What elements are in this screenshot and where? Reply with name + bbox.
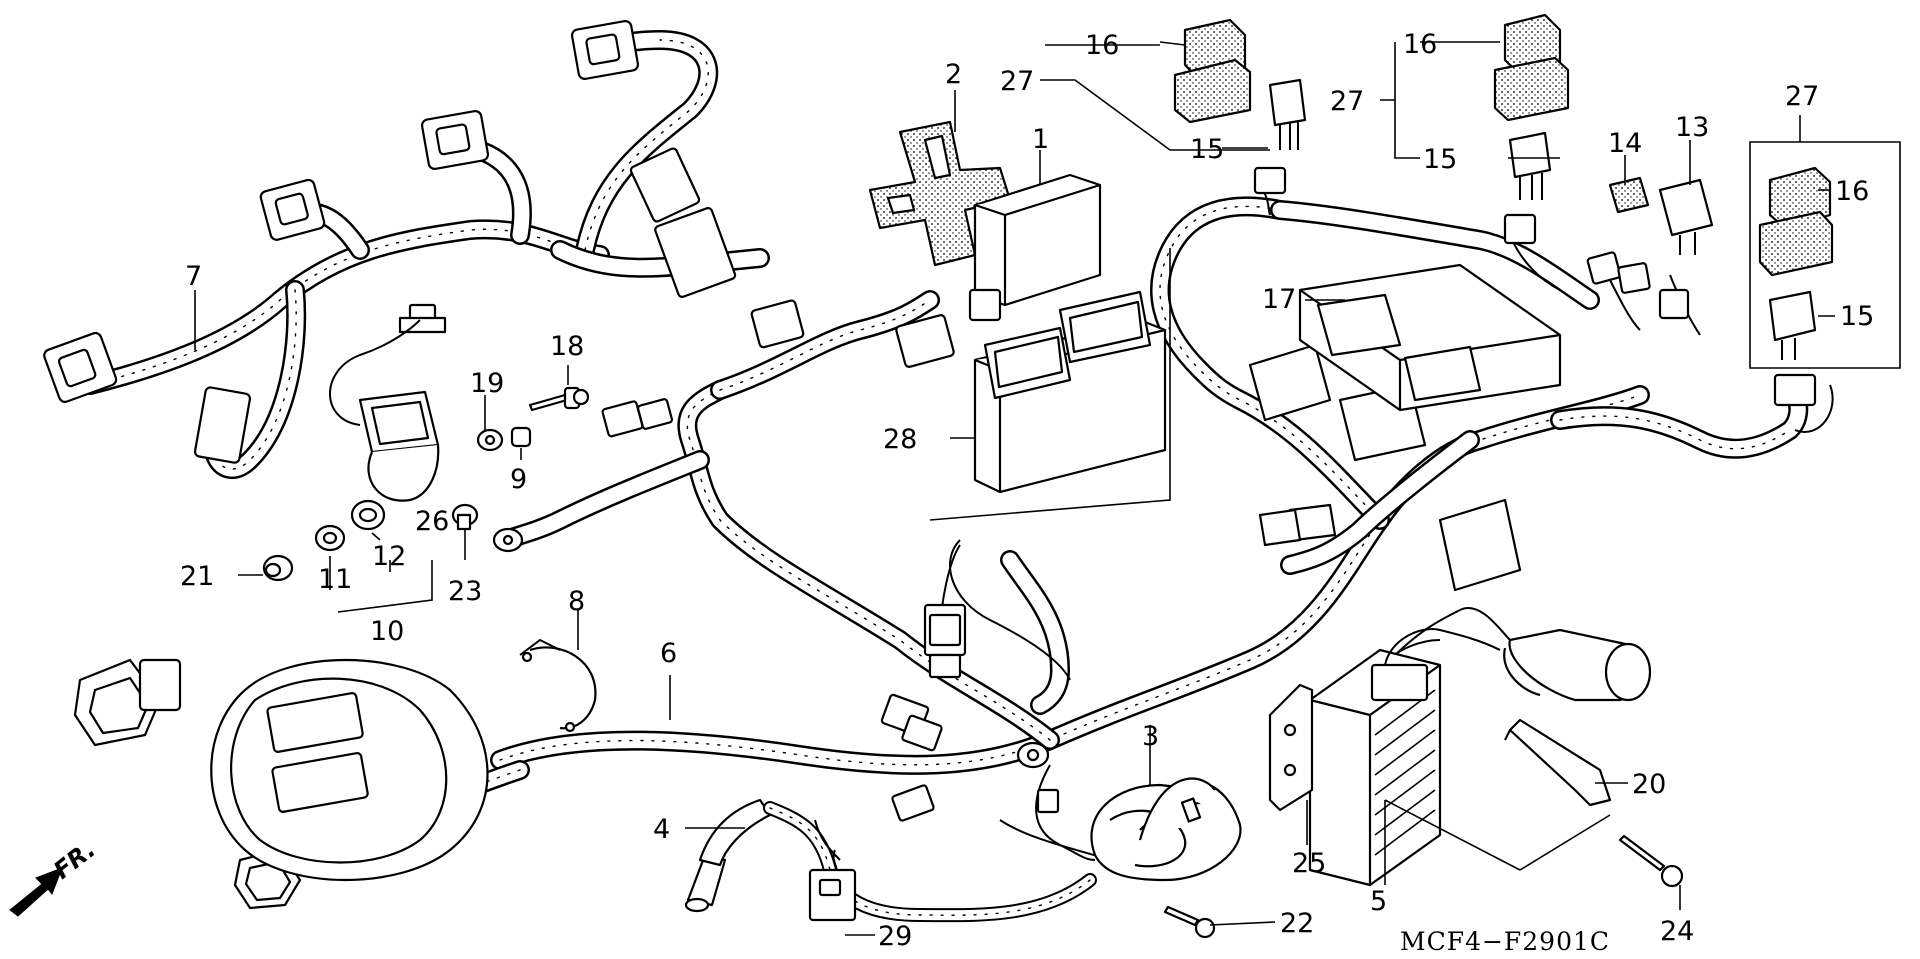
- front-direction-indicator: FR.: [9, 835, 101, 917]
- callout-7: 7: [185, 261, 202, 292]
- bolt-part-23: [451, 503, 479, 531]
- control-module-part-17: [1298, 263, 1562, 412]
- callout-17: 17: [1262, 284, 1296, 315]
- callout-26: 26: [415, 506, 449, 537]
- washer-part-19: [476, 428, 504, 452]
- callout-16b: 16: [1403, 29, 1437, 60]
- callout-19: 19: [470, 368, 504, 399]
- relay-group-right: [1749, 141, 1901, 369]
- callout-27b: 27: [1330, 86, 1364, 117]
- callout-8: 8: [568, 586, 585, 617]
- bolt-part-24: [1618, 834, 1684, 888]
- leader-lines: [194, 41, 1835, 936]
- collar-part-9: [510, 426, 532, 448]
- callout-20: 20: [1632, 769, 1666, 800]
- callout-21: 21: [180, 561, 214, 592]
- callout-13: 13: [1675, 112, 1709, 143]
- ignition-coil-part-3: [1035, 764, 1242, 882]
- callout-29: 29: [878, 921, 912, 952]
- callout-15c: 15: [1840, 301, 1874, 332]
- callout-23: 23: [448, 576, 482, 607]
- callout-18: 18: [550, 331, 584, 362]
- frame-box-upper-center: [929, 248, 1171, 521]
- callout-2: 2: [945, 59, 962, 90]
- callout-15b: 15: [1423, 144, 1457, 175]
- relay-group-middle: [1493, 13, 1570, 200]
- callout-6: 6: [660, 638, 677, 669]
- callout-27c: 27: [1785, 81, 1819, 112]
- callout-labels: 1 2 3 4 5 6 7 8 9 10 11 12 13 14 15 15 1…: [180, 29, 1874, 952]
- grommet-part-12: [350, 499, 386, 531]
- callout-11: 11: [318, 564, 352, 595]
- callout-4: 4: [653, 814, 670, 845]
- relay-parts-13-14: [1608, 176, 1714, 255]
- callout-10: 10: [370, 616, 404, 647]
- grommet-part-21: [262, 554, 294, 582]
- bolt-part-18: [528, 386, 590, 412]
- callout-22: 22: [1280, 908, 1314, 939]
- callout-16c: 16: [1835, 176, 1869, 207]
- collar-part-11: [314, 524, 346, 552]
- relay-group-left: [1173, 18, 1307, 150]
- regulator-part-5: [1268, 628, 1652, 887]
- callout-5: 5: [1370, 886, 1387, 917]
- callout-27a: 27: [1000, 66, 1034, 97]
- callout-1: 1: [1032, 124, 1049, 155]
- wire-harness-6: [255, 196, 1809, 890]
- bolt-part-22: [1163, 905, 1216, 939]
- callout-25: 25: [1292, 848, 1326, 879]
- callout-3: 3: [1142, 721, 1159, 752]
- drawing-code: MCF4−F2901C: [1400, 927, 1610, 956]
- callout-9: 9: [510, 464, 527, 495]
- callout-15a: 15: [1190, 134, 1224, 165]
- callout-28: 28: [883, 424, 917, 455]
- ecu-part-28: [973, 290, 1167, 494]
- callout-24: 24: [1660, 916, 1694, 947]
- callout-12: 12: [372, 541, 406, 572]
- spark-plug-cap-part-4: [684, 798, 1097, 923]
- callout-16a: 16: [1085, 30, 1119, 61]
- control-unit-part-1: [968, 173, 1102, 322]
- harness-connectors: [43, 20, 1817, 910]
- callout-14: 14: [1608, 128, 1642, 159]
